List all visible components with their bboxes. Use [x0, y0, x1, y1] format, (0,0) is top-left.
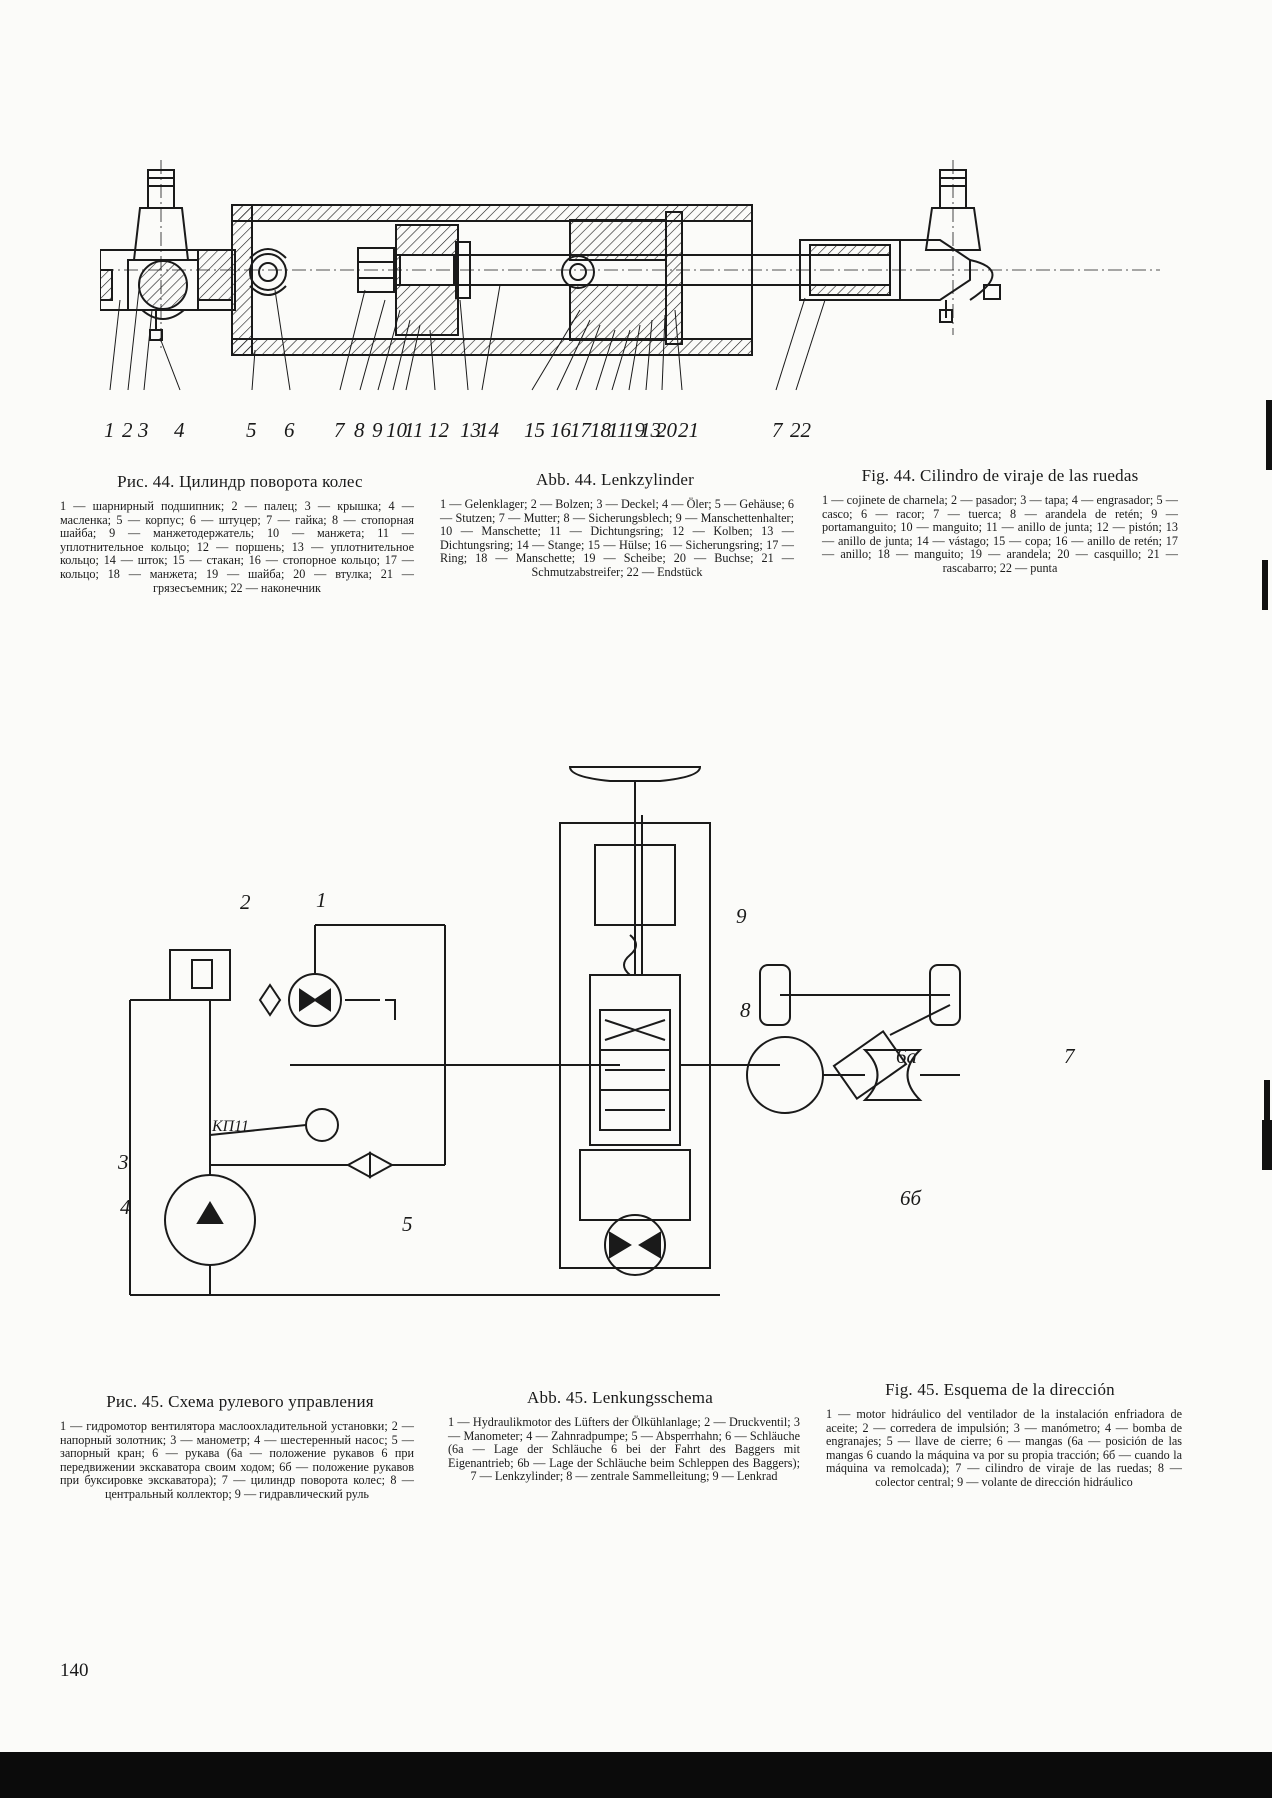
callout-17: 17	[570, 418, 591, 442]
callout-11b: 11	[608, 418, 628, 442]
callout-21: 21	[678, 418, 699, 442]
callout-15: 15	[524, 418, 545, 442]
fig45-caption-ru: Рис. 45. Схема рулевого управления	[106, 1392, 374, 1411]
callout-20: 20	[656, 418, 677, 442]
fig44-caption-es: Fig. 44. Cilindro de viraje de las rueda…	[861, 466, 1139, 485]
fig44-legend-ru: 1 — шарнирный подшипник; 2 — палец; 3 — …	[60, 499, 414, 595]
fig45-legend-ru: 1 — гидромотор вентилятора маслоохладите…	[60, 1419, 414, 1501]
page-number: 140	[60, 1660, 89, 1681]
callout-14: 14	[478, 418, 499, 442]
scan-edge-mark	[1264, 1080, 1270, 1120]
callout-7: 7	[334, 418, 345, 442]
fig45-legend-es: 1 — motor hidráulico del ventilador de l…	[826, 1407, 1182, 1489]
callout-22: 22	[790, 418, 811, 442]
fig44-legend-es: 1 — cojinete de charnela; 2 — pasador; 3…	[822, 493, 1178, 575]
scan-edge-mark	[1262, 1120, 1272, 1170]
callout-8: 8	[354, 418, 365, 442]
callout-10: 10	[386, 418, 407, 442]
fig44-cylinder-drawing	[100, 160, 1160, 391]
callout-6: 6	[284, 418, 295, 442]
callout-16: 16	[550, 418, 571, 442]
fig44-caption-ru: Рис. 44. Цилиндр поворота колес	[117, 472, 363, 491]
callout-9: 9	[372, 418, 383, 442]
callout-19: 19	[624, 418, 645, 442]
scan-bottom-bar	[0, 1752, 1272, 1798]
fig44-legend-de: 1 — Gelenklager; 2 — Bolzen; 3 — Deckel;…	[440, 497, 794, 579]
callout-11: 11	[404, 418, 424, 442]
callout-5: 5	[246, 418, 257, 442]
callout-2: 2	[122, 418, 133, 442]
callout-13: 13	[460, 418, 481, 442]
fig45-steering-schematic	[129, 766, 961, 1296]
callout-7b: 7	[772, 418, 783, 442]
fig45-caption-es: Fig. 45. Esquema de la dirección	[885, 1380, 1115, 1399]
fig44-caption-de: Abb. 44. Lenkzylinder	[535, 470, 695, 489]
fig45-caption-de: Abb. 45. Lenkungsschema	[527, 1388, 713, 1407]
callout-1: 1	[104, 418, 115, 442]
callout-12: 12	[428, 418, 449, 442]
callout-18: 18	[590, 418, 611, 442]
fig44-callout-row: 1 2 3 4 5 6 7 8 9 10 11 12 13 14 15 16 1…	[100, 418, 920, 444]
callout-4: 4	[174, 418, 185, 442]
scan-edge-mark	[1262, 560, 1268, 610]
callout-3: 3	[138, 418, 149, 442]
callout-13b: 13	[640, 418, 661, 442]
fig45-legend-de: 1 — Hydraulikmotor des Lüfters der Ölküh…	[448, 1415, 800, 1484]
scan-edge-mark	[1266, 400, 1272, 470]
